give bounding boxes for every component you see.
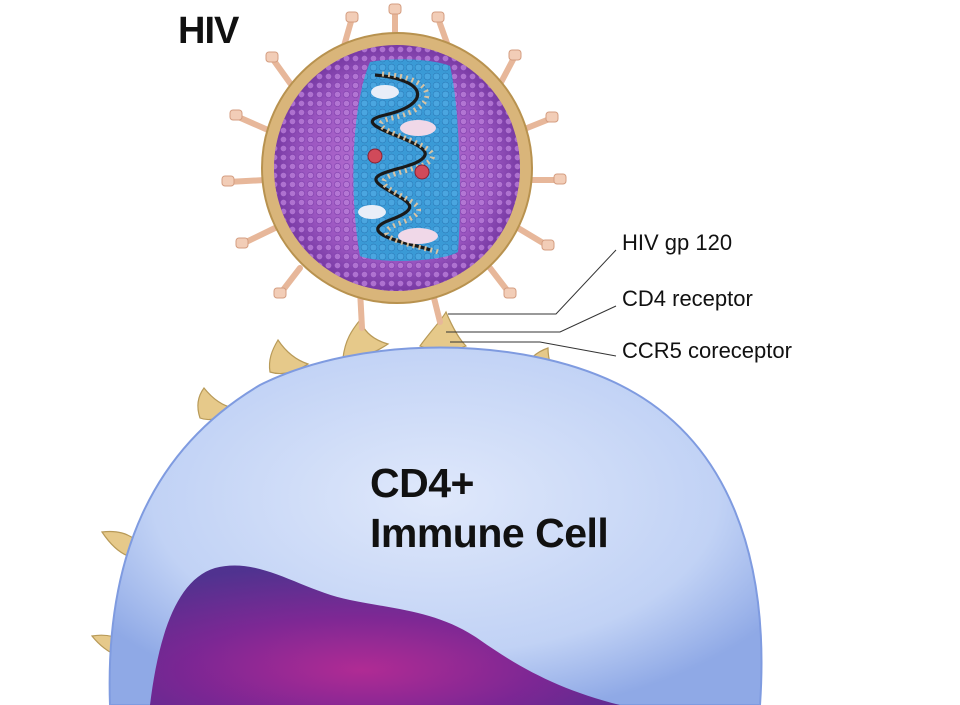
hiv-title: HIV: [178, 10, 239, 52]
cd4-receptor-label: CD4 receptor: [622, 286, 753, 311]
nucleus: [150, 565, 620, 705]
cell-title-line-2: Immune Cell: [370, 510, 609, 556]
cell-title-line-1: CD4+: [370, 460, 474, 506]
ccr5-leader: [450, 341, 617, 357]
rna-strand: [370, 73, 431, 252]
cd4-cell: [90, 310, 763, 705]
callout-lines: [446, 249, 617, 357]
cd4-leader: [446, 305, 617, 333]
gp120-label: HIV gp 120: [622, 230, 733, 255]
gp120-leader: [448, 249, 617, 315]
ccr5-coreceptor-label: CCR5 coreceptor: [622, 338, 792, 363]
hiv-virion: [221, 3, 567, 331]
cell-title: CD4+ Immune Cell: [370, 458, 609, 558]
